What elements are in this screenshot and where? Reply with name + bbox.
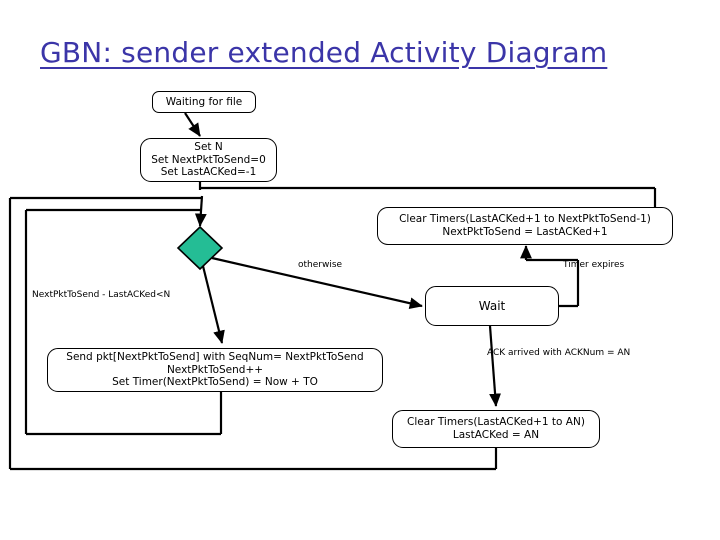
- activity-send-packet-line-1: Send pkt[NextPktToSend] with SeqNum= Nex…: [66, 350, 364, 363]
- edge-label-otherwise: otherwise: [298, 260, 343, 270]
- edge-decision-window-to-send: [200, 261, 225, 344]
- activity-clear-timers-timeout-line-1: Clear Timers(LastACKed+1 to NextPktToSen…: [399, 213, 651, 226]
- activity-clear-timers-ack-line-1: Clear Timers(LastACKed+1 to AN): [407, 416, 585, 429]
- activity-clear-timers-timeout[interactable]: Clear Timers(LastACKed+1 to NextPktToSen…: [377, 207, 673, 245]
- activity-initialize[interactable]: Set N Set NextPktToSend=0 Set LastACKed=…: [140, 138, 277, 182]
- activity-clear-timers-timeout-line-2: NextPktToSend = LastACKed+1: [442, 226, 608, 238]
- edge-label-ack-arrived: ACK arrived with ACKNum = AN: [487, 348, 631, 358]
- edge-label-timer-expires: Timer expires: [563, 260, 625, 270]
- activity-clear-timers-ack[interactable]: Clear Timers(LastACKed+1 to AN) LastACKe…: [392, 410, 600, 448]
- activity-waiting-for-file[interactable]: Waiting for file: [152, 91, 256, 113]
- activity-initialize-line-2: Set NextPktToSend=0: [151, 153, 266, 166]
- edge-wait-down-to-clear-ack: [488, 325, 502, 407]
- edge-merge-to-decision: [194, 195, 207, 227]
- activity-send-packet[interactable]: Send pkt[NextPktToSend] with SeqNum= Nex…: [47, 348, 383, 392]
- activity-wait-line-1: Wait: [478, 298, 506, 313]
- edge-decision-otherwise-to-wait: [211, 256, 423, 310]
- activity-send-packet-line-3: Set Timer(NextPktToSend) = Now + TO: [112, 376, 318, 389]
- activity-wait[interactable]: Wait: [425, 286, 559, 326]
- edge-waiting-to-init: [184, 112, 201, 137]
- activity-initialize-line-3: Set LastACKed=-1: [160, 166, 257, 179]
- activity-initialize-line-1: Set N: [194, 140, 223, 153]
- activity-clear-timers-ack-line-2: LastACKed = AN: [452, 429, 540, 441]
- activity-waiting-line-1: Waiting for file: [165, 95, 243, 108]
- edge-label-window-open: NextPktToSend - LastACKed<N: [32, 290, 171, 300]
- page-title: GBN: sender extended Activity Diagram: [40, 36, 608, 69]
- branch-diamond: [176, 225, 224, 271]
- activity-send-packet-line-2: NextPktToSend++: [166, 363, 264, 376]
